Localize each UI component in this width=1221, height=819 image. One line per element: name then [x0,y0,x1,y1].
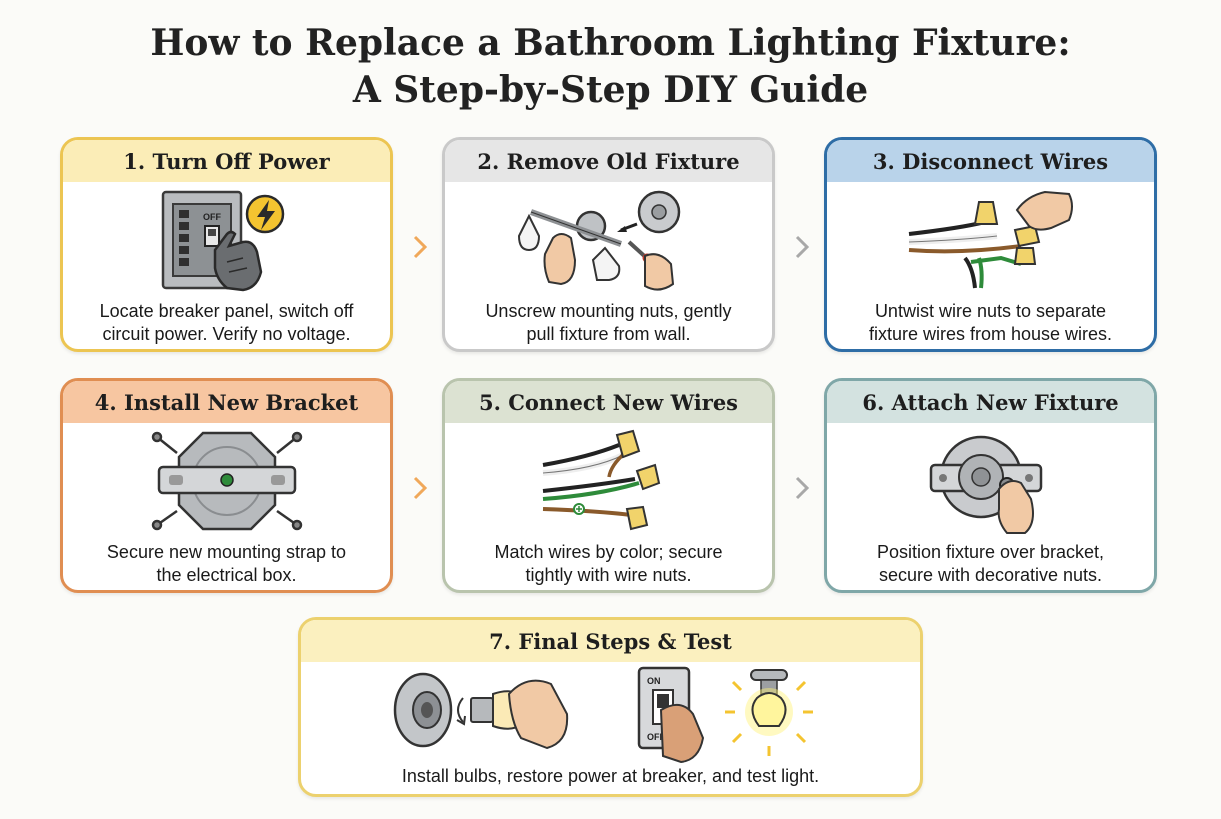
panel-off-label: OFF [203,212,221,222]
wires-icon [908,190,1073,289]
step-illustration [445,184,772,299]
hand-icon [1015,190,1073,231]
wire-nut-icon [973,201,1040,265]
step-card-disconnect-wires: 3. Disconnect Wires Untwist wire nuts to… [824,137,1157,352]
desc-line: pull fixture from wall. [526,324,691,344]
title-line-2: A Step-by-Step DIY Guide [352,69,869,111]
lightning-warning-icon [245,194,284,234]
screw-icon [151,431,302,531]
socket-icon [393,672,452,748]
lit-bulb-icon [724,669,813,756]
step-card-remove-old-fixture: 2. Remove Old Fixture Unscrew mounting n… [442,137,775,352]
step-description: Untwist wire nuts to separate fixture wi… [835,300,1146,346]
step-card-connect-new-wires: 5. Connect New Wires Match wires by colo… [442,378,775,593]
step-card-turn-off-power: 1. Turn Off Power OFF Locate breaker p [60,137,393,352]
ground-icon [572,503,585,515]
desc-line: Match wires by color; secure [494,542,723,562]
breaker-panel-icon: OFF [161,190,284,292]
desc-line: Untwist wire nuts to separate [874,301,1107,321]
step-heading: 3. Disconnect Wires [827,140,1154,182]
desc-line: Install bulbs, restore power at breaker,… [401,766,820,786]
desc-line: tightly with wire nuts. [525,565,692,585]
desc-line: Unscrew mounting nuts, gently [485,301,732,321]
electrical-box-icon [151,431,302,531]
step-description: Secure new mounting strap to the electri… [71,541,382,587]
desc-line: circuit power. Verify no voltage. [102,324,351,344]
chevron-right-icon [795,476,810,500]
desc-line: the electrical box. [156,565,297,585]
page-title: How to Replace a Bathroom Lighting Fixtu… [0,20,1221,114]
step-description: Locate breaker panel, switch off circuit… [71,300,382,346]
hand-icon [543,233,576,286]
old-fixture-icon [517,190,680,291]
chevron-right-icon [413,235,428,259]
step-description: Position fixture over bracket, secure wi… [835,541,1146,587]
step-heading: 4. Install New Bracket [63,381,390,423]
desc-line: Position fixture over bracket, [876,542,1105,562]
switch-off-label: OFF [647,732,665,742]
title-line-1: How to Replace a Bathroom Lighting Fixtu… [150,22,1071,64]
step-card-install-new-bracket: 4. Install New Bracket Secure new mounti… [60,378,393,593]
mounting-strap-icon [157,465,296,495]
desc-line: secure with decorative nuts. [878,565,1103,585]
hand-icon [507,679,568,750]
step-heading: 2. Remove Old Fixture [445,140,772,182]
step-heading: 7. Final Steps & Test [301,620,920,662]
final-steps-illustration: ON OFF [393,666,813,764]
step-illustration [63,425,390,540]
step-heading: 1. Turn Off Power [63,140,390,182]
step-illustration [827,425,1154,540]
step-illustration: OFF [63,184,390,299]
step-description: Match wires by color; secure tightly wit… [453,541,764,587]
step-illustration: ON OFF [301,664,920,764]
switch-on-label: ON [647,676,661,686]
step-card-attach-new-fixture: 6. Attach New Fixture Position fixture o… [824,378,1157,593]
desc-line: Secure new mounting strap to [106,542,347,562]
fixture-base-icon [929,435,1042,534]
step-description: Unscrew mounting nuts, gently pull fixtu… [453,300,764,346]
step-description: Install bulbs, restore power at breaker,… [309,765,912,788]
chevron-right-icon [413,476,428,500]
step-card-final-steps-test: 7. Final Steps & Test ON OFF [298,617,923,797]
chevron-right-icon [795,235,810,259]
step-heading: 6. Attach New Fixture [827,381,1154,423]
step-illustration [827,184,1154,299]
hand-icon [997,480,1034,534]
step-heading: 5. Connect New Wires [445,381,772,423]
wires-icon [542,429,660,531]
wire-nut-icon [615,429,660,531]
step-illustration [445,425,772,540]
gloved-hand-icon [213,230,262,292]
desc-line: Locate breaker panel, switch off [99,301,354,321]
desc-line: fixture wires from house wires. [868,324,1113,344]
